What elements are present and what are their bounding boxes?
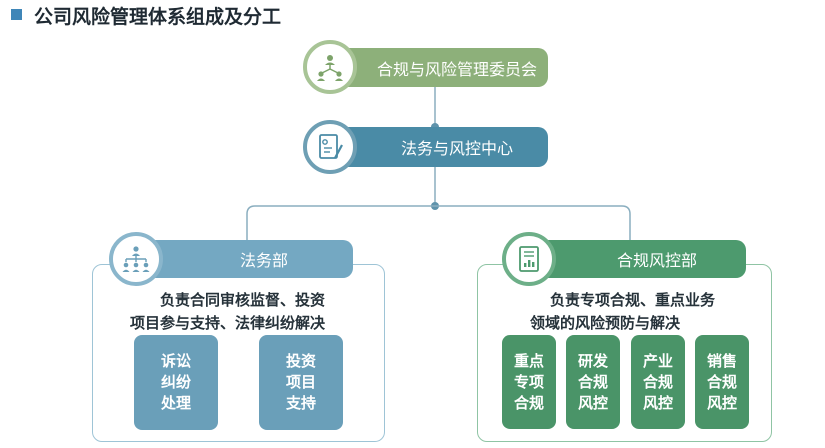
- task-rd-compliance: 研发合规风控: [566, 335, 620, 429]
- connector-branch-right: [435, 205, 631, 240]
- center-label: 法务与风控中心: [400, 139, 513, 158]
- risk-dept-label: 合规风控部: [616, 251, 697, 270]
- risk-dept-node: 合规风控部: [528, 240, 746, 278]
- report-chart-icon: [502, 232, 556, 286]
- task-sales-compliance: 销售合规风控: [695, 335, 749, 429]
- committee-node: 合规与风险管理委员会: [330, 48, 548, 87]
- page-title: 公司风险管理体系组成及分工: [34, 6, 282, 28]
- people-network-icon: [303, 40, 357, 94]
- task-key-compliance: 重点专项合规: [502, 335, 556, 429]
- org-chart-icon: [109, 232, 163, 286]
- document-pen-icon: [303, 120, 357, 174]
- legal-dept-label: 法务部: [239, 251, 288, 270]
- task-industry-compliance: 产业合规风控: [631, 335, 685, 429]
- risk-desc-line1: 负责专项合规、重点业务: [550, 291, 716, 309]
- center-node: 法务与风控中心: [330, 127, 548, 167]
- risk-desc-line2: 领域的风险预防与解决: [530, 314, 681, 332]
- legal-desc-line2: 项目参与支持、法律纠纷解决: [130, 314, 326, 332]
- connector-branch-left: [246, 205, 435, 240]
- task-litigation: 诉讼纠纷处理: [134, 335, 218, 430]
- legal-dept-node: 法务部: [135, 240, 353, 278]
- committee-label: 合规与风险管理委员会: [376, 59, 537, 79]
- task-investment-support: 投资项目支持: [259, 335, 343, 430]
- title-square-marker: [11, 9, 22, 20]
- legal-desc-line1: 负责合同审核监督、投资: [160, 291, 326, 309]
